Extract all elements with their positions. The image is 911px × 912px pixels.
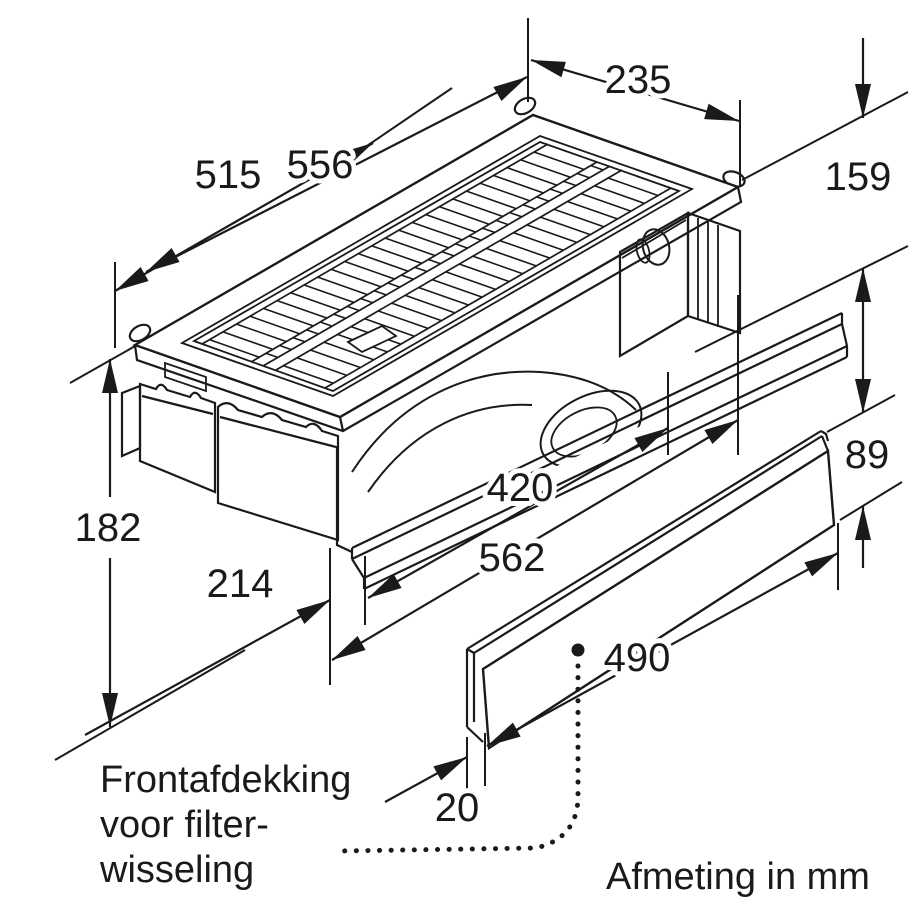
bar-lip [465,430,830,743]
arrow-182-bottom [102,693,118,727]
arrow-235-right [704,103,739,121]
note-line-3: wisseling [99,849,254,891]
duct-outlet-hole [641,228,671,266]
arrow-20-left [433,757,467,781]
label-562: 562 [479,536,546,580]
filter-handle-clip [346,324,398,354]
arrow-235-left [531,60,566,78]
extractor-unit [120,96,849,590]
caption-units: Afmeting in mm [606,856,870,898]
arrow-562-left [332,636,366,660]
arrow-420-right [634,428,668,452]
arrow-89-bottom [855,506,871,540]
note-line-2: voor filter- [100,804,269,846]
arrow-159-bottom [855,268,871,302]
dim-line-562 [331,419,739,661]
drawer-front-panel [216,402,340,542]
drawer-mid-plate [138,382,217,494]
label-556: 556 [287,143,354,187]
drawer-bracket [164,361,207,393]
arrow-556-right [493,77,527,101]
drawer-step-plate [120,384,142,458]
label-214: 214 [207,562,274,606]
fan-assembly [351,370,643,493]
dim-line-235 [530,58,740,123]
grille-inner-border [191,141,682,392]
dim-line-556 [145,76,528,273]
duct-block-front-face [686,211,742,335]
fan-ring-inner [550,406,618,458]
label-89: 89 [845,433,890,477]
label-182: 182 [75,506,142,550]
frame-tab-back [513,96,537,116]
body-left-edge [335,446,353,553]
dim-line-420 [367,427,669,599]
bar-front-face [481,448,836,751]
label-490: 490 [604,636,671,680]
annotation-texts: Frontafdekking voor filter- wisseling Af… [95,755,874,902]
label-515: 515 [195,153,262,197]
grille-rungs [209,151,658,384]
label-159: 159 [825,155,892,199]
label-235: 235 [605,58,672,102]
arrow-562-right [704,420,738,444]
arrow-556-left [146,248,180,272]
arrow-159-top [855,84,871,118]
front-cover-bar [465,430,836,751]
arrow-490-right [804,553,838,577]
arrow-214-right [296,600,330,624]
arrow-89-top [855,379,871,413]
grille-outer-border [179,135,695,397]
grille-rails [201,143,672,389]
dimension-lines [84,38,865,803]
arrow-515-right [339,143,373,167]
frame-thickness-edges [133,186,743,433]
dimension-arrowheads [102,60,871,781]
filter-position-dot [571,643,585,657]
fan-scroll-arc-inner [367,403,533,493]
note-line-1: Frontafdekking [100,759,351,801]
duct-block-stripes [621,218,719,327]
duct-outlet-hole-inner [635,238,651,264]
dim-line-214 [84,599,331,736]
arrow-420-left [368,574,402,598]
arrow-490-left [487,722,521,746]
arrow-515-left [115,267,149,291]
extension-lines [54,18,909,790]
dimension-labels: 515 556 235 159 89 182 214 420 562 490 2… [70,53,897,835]
arrow-182-top [102,359,118,393]
label-420: 420 [487,466,554,510]
label-20: 20 [435,786,480,830]
